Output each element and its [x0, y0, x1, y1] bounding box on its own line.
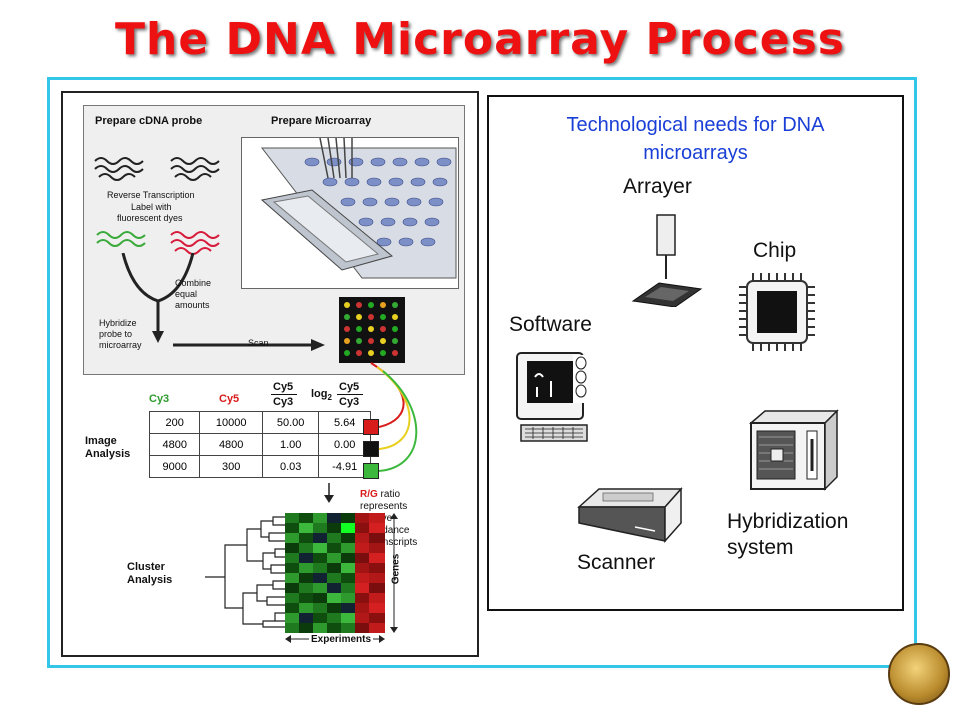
chip-icon	[739, 273, 815, 351]
prepare-probe-label: Prepare cDNA probe	[95, 115, 203, 127]
label-line-2: fluorescent dyes	[117, 213, 183, 223]
combine-line-3: amounts	[175, 300, 210, 310]
microarray-process-figure: Prepare cDNA probe Prepare Microarray Re…	[61, 91, 479, 657]
page-title: The DNA Microarray Process	[115, 14, 845, 65]
spot-connector-lines	[370, 362, 418, 472]
technology-panel: Technological needs for DNA microarrays …	[487, 95, 904, 611]
scanned-array-image	[339, 297, 405, 363]
software-label: Software	[509, 313, 592, 336]
hybridize-line-2: probe to	[99, 329, 133, 339]
ratio-header-denominator: Cy3	[273, 396, 294, 408]
microarray-plate-box	[241, 137, 459, 289]
reverse-transcription-label: Reverse Transcription	[107, 190, 195, 200]
image-analysis-line-2: Analysis	[85, 448, 131, 460]
combine-line-2: equal	[175, 289, 198, 299]
arrayer-icon	[631, 214, 703, 307]
label-line-1: Label with	[131, 202, 172, 212]
rg-ratio-line-1: R/G ratio	[360, 489, 401, 500]
ratio-header-numerator: Cy5	[273, 381, 294, 393]
cluster-heatmap	[285, 513, 385, 633]
genes-axis-arrow	[390, 513, 398, 633]
cluster-analysis-line-2: Analysis	[127, 574, 173, 586]
green-spot-swatch	[363, 463, 379, 479]
dendrogram-icon	[205, 516, 285, 628]
log-header-numerator: Cy5	[339, 381, 360, 393]
log-header: log2	[311, 388, 332, 403]
computer-icon	[516, 352, 591, 442]
hybridization-label: Hybridization system	[727, 510, 849, 559]
scanner-label: Scanner	[577, 551, 656, 574]
experiments-axis-label: Experiments	[309, 634, 374, 646]
image-analysis-line-1: Image	[85, 435, 117, 447]
combine-line-1: Combine	[175, 278, 212, 288]
hybridize-line-1: Hybridize	[99, 318, 137, 328]
rg-ratio-line-5: of transcripts	[360, 537, 418, 548]
hybridization-system-icon	[748, 409, 839, 491]
rg-ratio-line-2: represents	[360, 501, 408, 512]
scan-label: Scan	[248, 338, 269, 348]
hybridize-line-3: microarray	[99, 340, 142, 350]
tech-heading: Technological needs for DNA microarrays	[566, 114, 825, 164]
well-plate-icon	[260, 137, 457, 279]
black-spot-swatch	[363, 441, 379, 457]
scanner-icon	[577, 487, 683, 543]
down-arrow-icon	[324, 483, 334, 503]
rna-strands-icon	[94, 157, 220, 181]
combine-flow-arrows	[121, 253, 325, 351]
cluster-analysis-line-1: Cluster	[127, 561, 165, 573]
cy5-header: Cy5	[219, 393, 240, 405]
log-header-denominator: Cy3	[339, 396, 360, 408]
prepare-microarray-label: Prepare Microarray	[271, 115, 372, 127]
genes-axis-label: Genes	[390, 553, 402, 585]
chip-label: Chip	[753, 239, 797, 262]
arrayer-label: Arrayer	[623, 175, 692, 198]
cy3-header: Cy3	[149, 393, 170, 405]
university-seal-logo	[888, 643, 950, 705]
red-spot-swatch	[363, 419, 379, 435]
